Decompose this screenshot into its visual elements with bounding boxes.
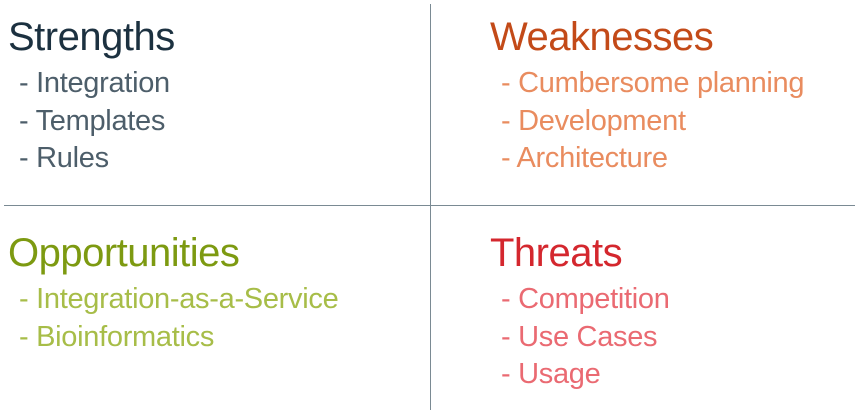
strengths-list: Integration Templates Rules <box>8 65 418 178</box>
threats-item-use-cases: Use Cases <box>501 319 855 357</box>
threats-title: Threats <box>490 231 623 275</box>
vertical-divider <box>430 4 431 410</box>
strengths-item-integration: Integration <box>19 65 418 103</box>
weaknesses-item-architecture: Architecture <box>501 140 855 178</box>
opportunities-title: Opportunities <box>8 231 240 275</box>
threats-list: Competition Use Cases Usage <box>490 281 855 394</box>
weaknesses-item-cumbersome-planning: Cumbersome planning <box>501 65 855 103</box>
weaknesses-quadrant: Weaknesses Cumbersome planning Developme… <box>490 12 855 178</box>
horizontal-divider <box>4 205 855 206</box>
threats-item-competition: Competition <box>501 281 855 319</box>
opportunities-item-integration-as-a-service: Integration-as-a-Service <box>19 281 418 319</box>
weaknesses-title: Weaknesses <box>490 15 714 59</box>
opportunities-list: Integration-as-a-Service Bioinformatics <box>8 281 418 356</box>
strengths-quadrant: Strengths Integration Templates Rules <box>8 12 418 178</box>
strengths-item-templates: Templates <box>19 103 418 141</box>
strengths-item-rules: Rules <box>19 140 418 178</box>
strengths-title: Strengths <box>8 15 175 59</box>
threats-item-usage: Usage <box>501 356 855 394</box>
opportunities-quadrant: Opportunities Integration-as-a-Service B… <box>8 228 418 356</box>
opportunities-item-bioinformatics: Bioinformatics <box>19 319 418 357</box>
threats-quadrant: Threats Competition Use Cases Usage <box>490 228 855 394</box>
weaknesses-list: Cumbersome planning Development Architec… <box>490 65 855 178</box>
weaknesses-item-development: Development <box>501 103 855 141</box>
